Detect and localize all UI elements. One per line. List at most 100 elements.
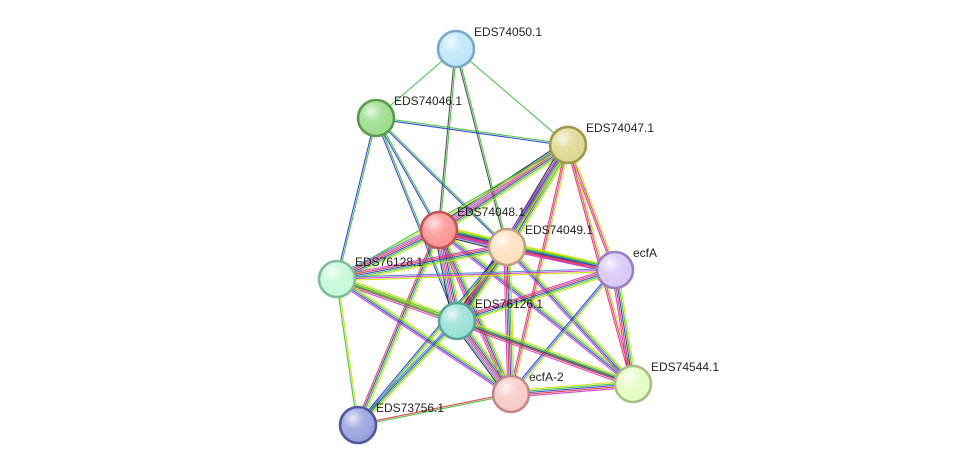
edge-eds76126-1-eds73756-1 [355,318,460,428]
node-eds74046-1[interactable] [356,98,396,138]
edge-eds74047-1-ecfa-2 [508,144,571,395]
edge-evidence-line [358,230,441,426]
edge-evidence-line [374,118,457,322]
edge-evidence-line [337,271,616,282]
node-eds73756-1[interactable] [338,405,378,445]
edge-evidence-line [336,246,508,280]
edge-evidence-line [357,320,457,425]
edge-evidence-line [568,144,618,270]
edge-evidence-line [439,49,458,231]
edge-evidence-line [337,278,360,425]
edge-eds74050-1-eds74049-1 [454,48,509,248]
node-highlight [440,304,474,338]
edge-evidence-line [508,245,636,383]
edge-eds74046-1-eds76126-1 [374,117,459,322]
node-label-ecfa-2: ecfA-2 [529,370,564,384]
edge-evidence-line [456,267,615,321]
edge-evidence-line [440,147,571,234]
node-label-eds76128-1: EDS76128.1 [355,255,423,269]
edge-evidence-line [359,322,460,428]
edge-eds76126-1-eds74544-1 [455,317,635,388]
edge-eds74050-1-eds74048-1 [437,48,458,231]
edge-eds76128-1-eds73756-1 [335,278,360,426]
edge-ecfa-ecfa-2 [509,268,617,396]
edge-evidence-line [454,49,507,248]
edge-evidence-line [438,230,633,386]
edge-evidence-line [457,318,634,384]
edge-evidence-line [612,270,632,385]
edge-evidence-line [616,269,636,384]
node-ecfa[interactable] [595,250,635,290]
edge-evidence-line [512,145,571,395]
node-label-eds74544-1: EDS74544.1 [651,360,719,374]
node-label-ecfa: ecfA [633,246,657,260]
node-label-eds74048-1: EDS74048.1 [457,205,525,219]
edge-evidence-line [335,279,358,426]
edge-evidence-line [456,320,634,385]
edge-evidence-line [511,270,617,396]
edge-evidence-line [510,383,634,395]
edge-evidence-line [336,267,615,278]
node-label-eds74049-1: EDS74049.1 [525,223,593,237]
edge-evidence-line [335,117,376,279]
node-eds76128-1[interactable] [317,259,357,299]
node-label-eds76126-1: EDS76126.1 [475,297,543,311]
edge-evidence-line [335,280,510,397]
node-eds74544-1[interactable] [613,364,653,404]
edge-eds74047-1-ecfa [565,144,618,271]
edge-evidence-line [457,272,617,325]
edge-ecfa-eds76128-1 [336,267,616,282]
edge-evidence-line [337,248,508,282]
edge-evidence-line [336,244,507,278]
edge-eds74046-1-eds74049-1 [375,117,508,248]
node-eds74049-1[interactable] [487,227,527,267]
edge-evidence-line [511,386,634,398]
edge-evidence-line [355,318,456,424]
edge-evidence-line [510,380,633,392]
edge-evidence-line [376,117,459,321]
node-ecfa-2[interactable] [491,374,531,414]
edge-evidence-line [437,48,456,230]
node-highlight [320,262,354,296]
edge-evidence-line [441,148,571,235]
node-highlight [341,408,375,442]
edge-eds74046-1-eds74047-1 [375,116,569,147]
edge-evidence-line [337,118,378,280]
labels-layer: EDS74050.1EDS74046.1EDS74047.1EDS74048.1… [355,25,719,415]
edge-evidence-line [336,279,511,396]
edge-evidence-line [455,48,569,146]
edge-evidence-line [376,116,569,145]
edge-eds74046-1-eds76128-1 [335,117,378,280]
edge-evidence-line [376,117,508,247]
edge-evidence-line [455,323,633,388]
edge-evidence-line [457,317,635,382]
edge-evidence-line [337,275,459,319]
node-label-eds74046-1: EDS74046.1 [394,94,462,108]
edge-evidence-line [506,247,633,385]
node-label-eds73756-1: EDS73756.1 [376,401,444,415]
edge-evidence-line [336,269,616,280]
edge-evidence-line [509,268,615,394]
node-label-eds74050-1: EDS74050.1 [474,25,542,39]
edge-evidence-line [455,266,615,319]
edge-evidence-line [511,385,634,397]
edge-evidence-line [456,321,633,387]
edge-evidence-line [438,144,569,231]
edge-evidence-line [337,276,458,321]
edge-evidence-line [611,270,631,385]
node-label-eds74047-1: EDS74047.1 [586,121,654,135]
edge-evidence-line [510,269,616,395]
node-highlight [616,367,650,401]
node-eds76126-1[interactable] [437,301,477,341]
node-eds74047-1[interactable] [548,125,588,165]
edge-evidence-line [508,144,567,394]
node-eds74048-1[interactable] [419,210,459,250]
edge-evidence-line [338,276,513,393]
edge-evidence-line [336,243,507,277]
node-eds74050-1[interactable] [436,29,476,69]
edge-eds74046-1-eds74048-1 [374,117,441,231]
edge-evidence-line [437,143,568,230]
edge-evidence-line [375,118,507,248]
